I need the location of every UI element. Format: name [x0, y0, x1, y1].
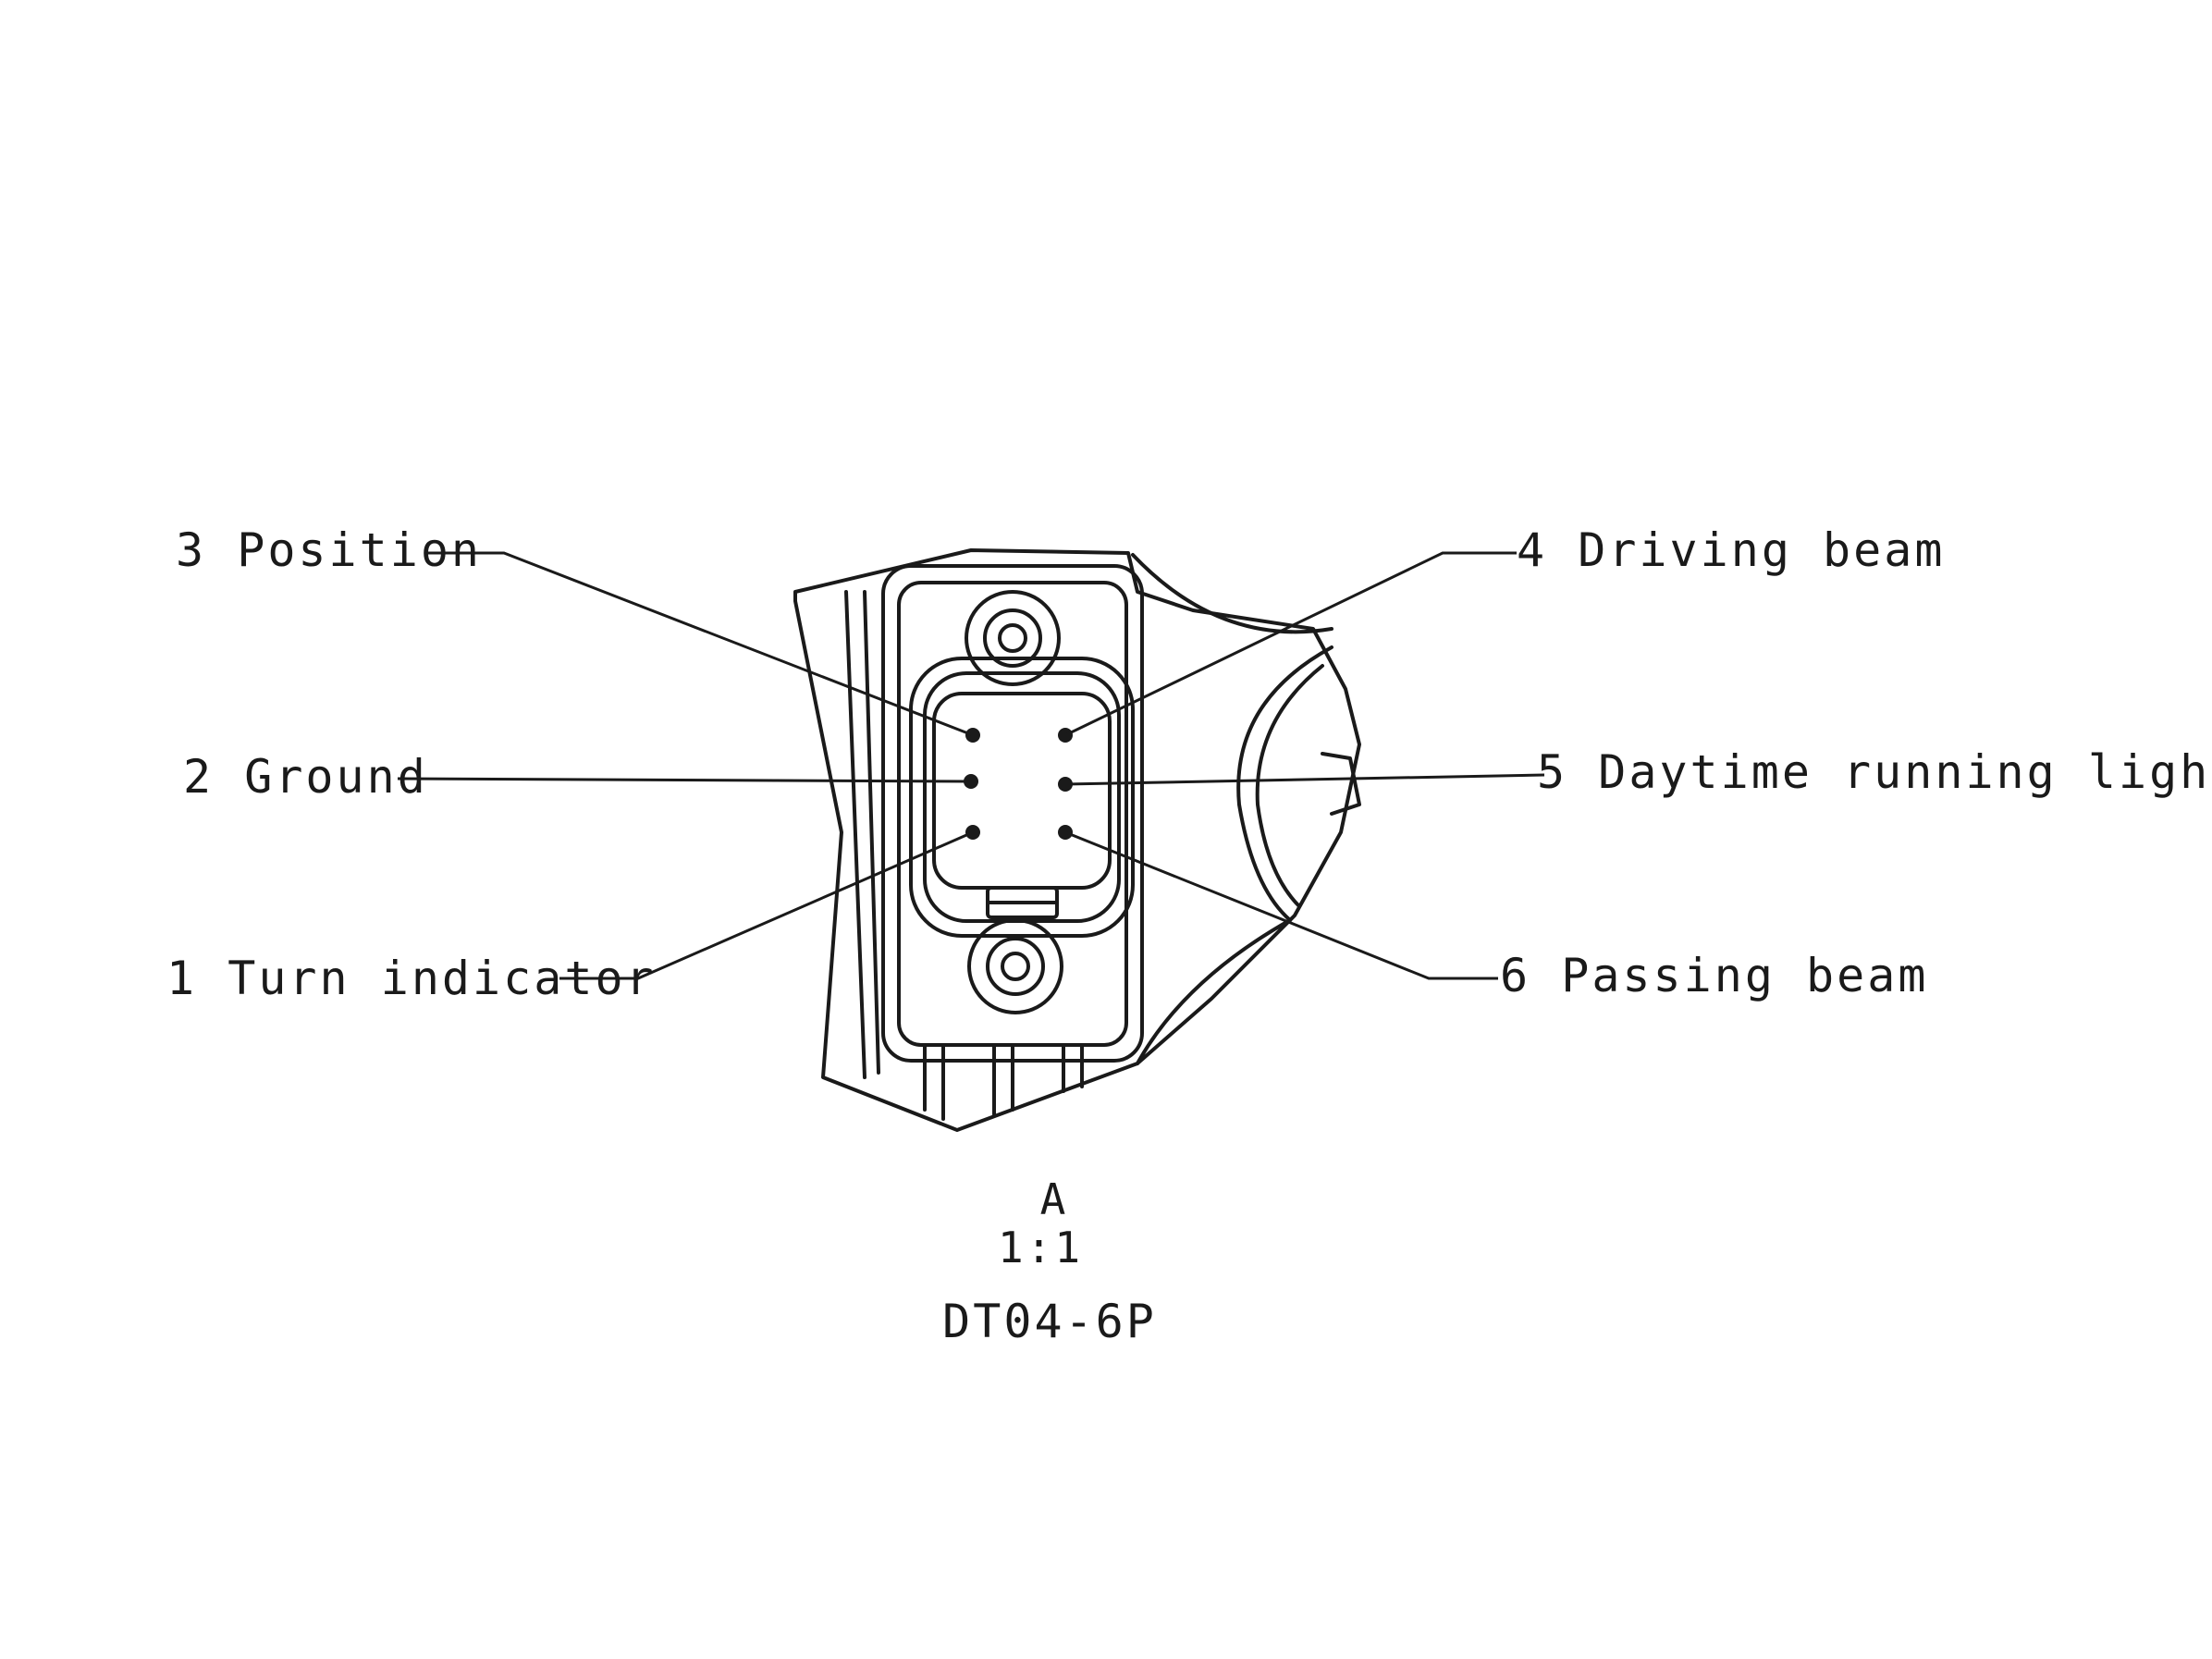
view-label: A [1039, 1174, 1069, 1224]
pin-5-name: Daytime running light [1598, 745, 2212, 799]
leader-pin-4 [1064, 551, 1517, 737]
top-mount-screw-center [998, 623, 1027, 653]
side-lens-tab [1321, 752, 1361, 816]
leader-pin-1 [559, 830, 974, 980]
pin-1-name: Turn indicator [227, 952, 657, 1005]
leader-pin-2 [397, 777, 972, 783]
pin-1-number: 1 [166, 952, 198, 1005]
bottom-mount-screw [986, 937, 1045, 996]
pin-4-name: Driving beam [1578, 523, 1946, 577]
housing-outline [793, 548, 1361, 1132]
lens-dome-outline [1131, 553, 1333, 634]
pin-6-name: Passing beam [1561, 949, 1929, 1002]
leader-pin-6 [1064, 830, 1498, 980]
pin-label-6: 6 Passing beam [1500, 948, 1928, 1003]
scale-label: 1:1 [997, 1223, 1084, 1272]
leader-pin-5 [1064, 773, 1545, 786]
receptacle-shell-inner [923, 671, 1121, 923]
connector-frame [881, 564, 1144, 1063]
housing-left-edge [844, 590, 866, 1079]
pin-label-3: 3 Position [176, 522, 482, 578]
pin-2-number: 2 [183, 750, 215, 804]
pin-3-number: 3 [176, 523, 207, 577]
receptacle-shell [909, 657, 1135, 938]
pin-3-name: Position [237, 523, 483, 577]
pin-label-2: 2 Ground [183, 749, 428, 805]
pin-face [932, 692, 1112, 890]
pin-label-5: 5 Daytime running light [1537, 744, 2212, 800]
bottom-mount-screw-center [1001, 952, 1030, 981]
pin-2-name: Ground [244, 750, 428, 804]
lens-dome-lower [1136, 918, 1292, 1065]
top-mount-boss [965, 590, 1061, 686]
pin-5-number: 5 [1537, 745, 1568, 799]
side-lens-inner [1255, 664, 1324, 908]
pin-label-4: 4 Driving beam [1517, 522, 1945, 578]
pin-label-1: 1 Turn indicator [166, 951, 657, 1006]
leader-pin-3 [425, 551, 974, 737]
top-mount-screw [983, 608, 1042, 668]
side-lens-outer [1236, 645, 1333, 922]
connector-type-label: DT04-6P [942, 1295, 1157, 1348]
pin-4-number: 4 [1517, 523, 1548, 577]
housing-left-edge-2 [863, 590, 880, 1075]
pin-6-number: 6 [1500, 949, 1531, 1002]
